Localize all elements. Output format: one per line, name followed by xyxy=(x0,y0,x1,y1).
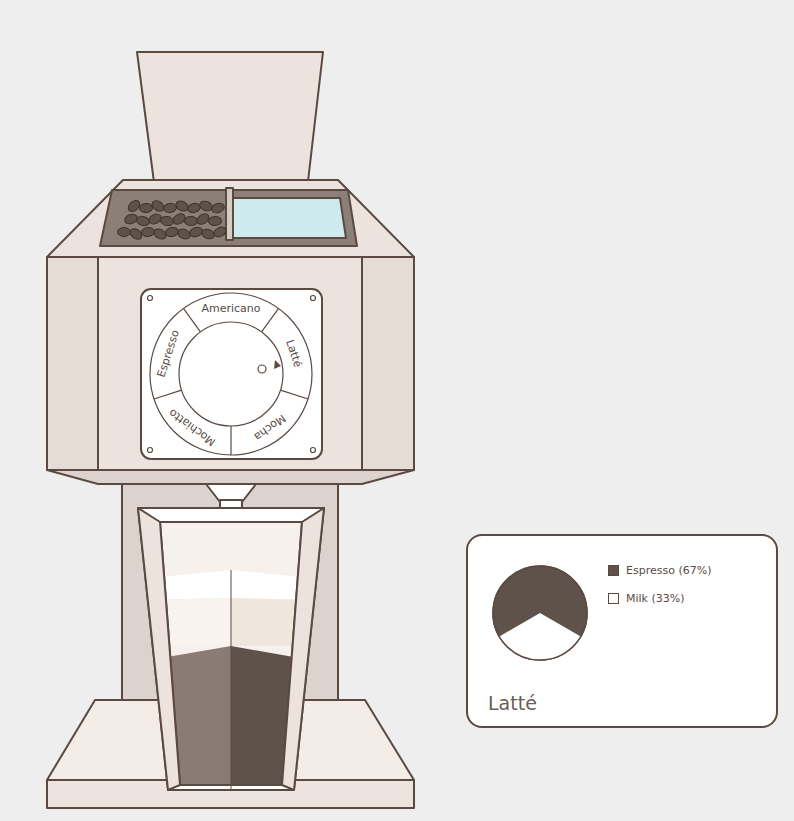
coffee-bean xyxy=(141,227,155,237)
coffee-bean xyxy=(184,216,198,226)
hopper-lid xyxy=(137,52,323,190)
coffee-bean xyxy=(139,203,152,213)
coffee-bean xyxy=(198,199,213,212)
coffee-bean xyxy=(195,211,211,226)
dial-ring xyxy=(150,293,312,455)
pie-chart xyxy=(490,563,590,663)
screw xyxy=(311,448,316,453)
coffee-bean xyxy=(208,216,221,225)
dial-divider xyxy=(154,390,182,399)
dial-option-label: Americano xyxy=(201,303,260,314)
dial-option-label: Latté xyxy=(284,338,303,368)
coffee-bean xyxy=(160,215,174,226)
machine-head-front xyxy=(98,257,362,470)
screw xyxy=(148,296,153,301)
foam-layer xyxy=(150,570,310,600)
coffee-bean xyxy=(165,226,180,238)
knob-pointer xyxy=(274,360,281,369)
legend-item: Espresso (67%) xyxy=(608,564,711,577)
machine-head-bottom xyxy=(47,470,414,484)
coffee-bean xyxy=(150,199,166,214)
legend-text: Espresso (67%) xyxy=(626,564,711,577)
coffee-bean xyxy=(212,225,228,239)
coffee-bean xyxy=(126,198,142,213)
knob-marker xyxy=(258,365,266,373)
cutaway-edge xyxy=(231,570,232,790)
legend-text: Milk (33%) xyxy=(626,592,685,605)
legend-swatch xyxy=(608,565,619,576)
result-panel: Latté Espresso (67%) Milk (33%) xyxy=(466,534,778,728)
dial-divider xyxy=(280,390,308,399)
coffee-bean xyxy=(118,228,131,237)
machine-head xyxy=(47,257,414,470)
dial-option-label: Mochiatto xyxy=(167,407,217,448)
cup-wall-left xyxy=(138,508,180,790)
dial-panel xyxy=(141,289,322,459)
coffee-bean xyxy=(200,228,215,241)
dial-knob xyxy=(179,322,283,426)
coffee-bean xyxy=(187,202,202,214)
dial-divider xyxy=(230,426,231,455)
coffee-bean xyxy=(135,215,150,227)
spout-tip xyxy=(220,500,242,508)
coffee-bean xyxy=(163,203,177,214)
legend-item: Milk (33%) xyxy=(608,592,685,605)
coffee-bean xyxy=(210,201,225,214)
dial-divider xyxy=(262,308,279,331)
water-tank xyxy=(233,198,346,238)
coffee-beans xyxy=(118,198,228,241)
hopper-divider xyxy=(226,188,233,240)
pie-outline xyxy=(493,566,587,660)
pie-milk xyxy=(499,613,580,660)
dial-option-label: Mocha xyxy=(252,412,288,442)
screw xyxy=(148,448,153,453)
dial-dividers xyxy=(154,308,308,455)
cup xyxy=(138,508,324,790)
milk-layer xyxy=(150,598,310,646)
dial-option-label: Espresso xyxy=(155,329,181,379)
dial-divider xyxy=(183,308,200,331)
pie-espresso xyxy=(493,566,587,660)
cup-wall-right xyxy=(282,508,324,790)
panel-title: Latté xyxy=(488,692,537,714)
coffee-bean xyxy=(174,199,190,213)
machine-head-top xyxy=(47,180,414,257)
screw xyxy=(311,296,316,301)
legend-swatch xyxy=(608,593,619,604)
